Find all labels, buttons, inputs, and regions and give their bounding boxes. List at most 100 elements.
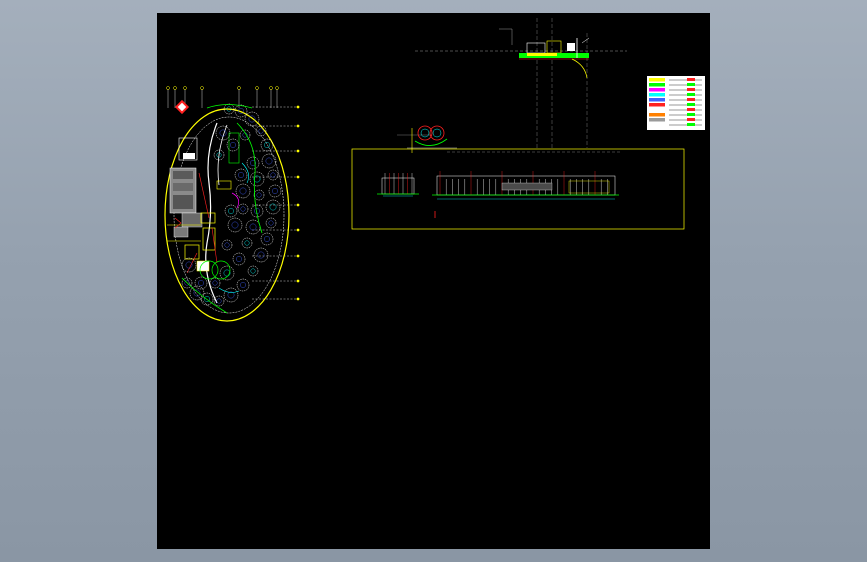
tree-canopy xyxy=(216,152,222,158)
axis-bubble xyxy=(173,86,177,90)
tree-symbol xyxy=(267,169,279,181)
tree-canopy xyxy=(204,296,210,302)
tree-symbol xyxy=(219,265,235,281)
legend-mark xyxy=(687,108,695,111)
legend-swatch xyxy=(649,118,665,122)
tree-canopy xyxy=(257,251,265,259)
legend-mark xyxy=(687,113,695,116)
tree-symbol xyxy=(255,125,267,137)
tree-symbol xyxy=(261,153,277,169)
tree-symbol xyxy=(181,257,197,273)
plan-red-marker xyxy=(174,99,190,115)
legend-mark xyxy=(687,88,695,91)
tree-canopy xyxy=(264,236,270,242)
grid-tag xyxy=(296,203,300,207)
tree-symbol xyxy=(213,149,225,161)
grid-tag xyxy=(296,149,300,153)
tree-canopy xyxy=(256,192,262,198)
tree-canopy xyxy=(238,172,244,178)
tree-canopy xyxy=(226,106,232,112)
grid-tag xyxy=(296,175,300,179)
tree-symbol xyxy=(241,237,253,249)
tree-symbol xyxy=(189,285,205,301)
tree-symbol xyxy=(226,138,240,152)
tree-canopy xyxy=(193,289,201,297)
tree-symbol xyxy=(194,276,208,290)
tree-symbol xyxy=(234,168,248,182)
legend-swatch xyxy=(649,83,665,87)
legend-swatch xyxy=(649,108,665,112)
tree-symbol xyxy=(239,129,251,141)
tree-symbol xyxy=(234,104,248,118)
tree-symbol xyxy=(237,203,249,215)
legend-swatch xyxy=(649,78,665,82)
axis-bubble xyxy=(183,86,187,90)
small-tree-detail xyxy=(397,125,457,153)
grid-tag xyxy=(296,124,300,128)
plan-accent-lines xyxy=(218,162,249,293)
axis-bubble xyxy=(200,86,204,90)
tree-symbol xyxy=(253,247,269,263)
tree-symbol xyxy=(224,204,238,218)
tree-symbol xyxy=(227,217,243,233)
tree-canopy xyxy=(236,256,242,262)
tree-canopy xyxy=(268,220,274,226)
legend-mark xyxy=(687,118,695,121)
axis-bubble xyxy=(275,86,279,90)
tree-canopy xyxy=(224,242,230,248)
tree-canopy xyxy=(230,142,236,148)
tree-canopy xyxy=(248,115,256,123)
tree-symbol xyxy=(253,189,265,201)
plan-inner-oval xyxy=(173,116,285,314)
tree-canopy xyxy=(253,175,261,183)
tree-symbol xyxy=(235,183,251,199)
tree-canopy xyxy=(198,280,204,286)
grid-tag xyxy=(296,297,300,301)
legend-mark xyxy=(687,98,695,101)
legend-mark xyxy=(687,83,695,86)
tree-canopy xyxy=(244,240,250,246)
tree-symbol xyxy=(246,156,260,170)
tree-symbol xyxy=(213,295,225,307)
tree-symbol xyxy=(223,287,239,303)
tree-canopy xyxy=(219,129,227,137)
tree-symbol xyxy=(209,277,221,289)
tree-canopy xyxy=(240,282,246,288)
tree-canopy xyxy=(258,128,264,134)
tree-canopy xyxy=(238,108,244,114)
tree-canopy xyxy=(265,157,273,165)
legend-mark xyxy=(687,93,695,96)
plan-outer-oval xyxy=(164,108,290,322)
legend-swatch xyxy=(649,113,665,117)
grid-tag xyxy=(296,105,300,109)
tree-symbol xyxy=(249,171,265,187)
tree-canopy xyxy=(250,268,256,274)
tree-canopy xyxy=(212,280,218,286)
tree-symbol xyxy=(260,138,274,152)
legend-mark xyxy=(687,123,695,126)
cad-drawing-viewport[interactable] xyxy=(157,13,710,549)
tree-symbol xyxy=(181,277,193,289)
tree-symbol xyxy=(223,103,235,115)
oval-site-plan[interactable] xyxy=(164,86,300,322)
tree-symbol xyxy=(260,232,274,246)
tree-canopy xyxy=(227,291,235,299)
top-section-drawing xyxy=(415,18,627,148)
tree-canopy xyxy=(231,221,239,229)
tree-symbol xyxy=(221,239,233,251)
tree-symbol xyxy=(247,265,259,277)
axis-bubble xyxy=(255,86,259,90)
plan-grid-lines xyxy=(252,105,300,301)
grid-tag xyxy=(296,279,300,283)
plan-curved-walk-2 xyxy=(217,124,228,186)
long-elevation xyxy=(432,171,619,200)
plan-red-lines xyxy=(174,172,218,274)
tree-canopy xyxy=(270,172,276,178)
plan-building-block xyxy=(169,137,203,238)
tree-canopy xyxy=(239,187,247,195)
tree-canopy xyxy=(240,206,246,212)
cad-drawing-canvas[interactable] xyxy=(157,13,710,549)
legend-swatch xyxy=(649,93,665,97)
legend-swatch xyxy=(649,98,665,102)
tree-canopy xyxy=(269,203,277,211)
